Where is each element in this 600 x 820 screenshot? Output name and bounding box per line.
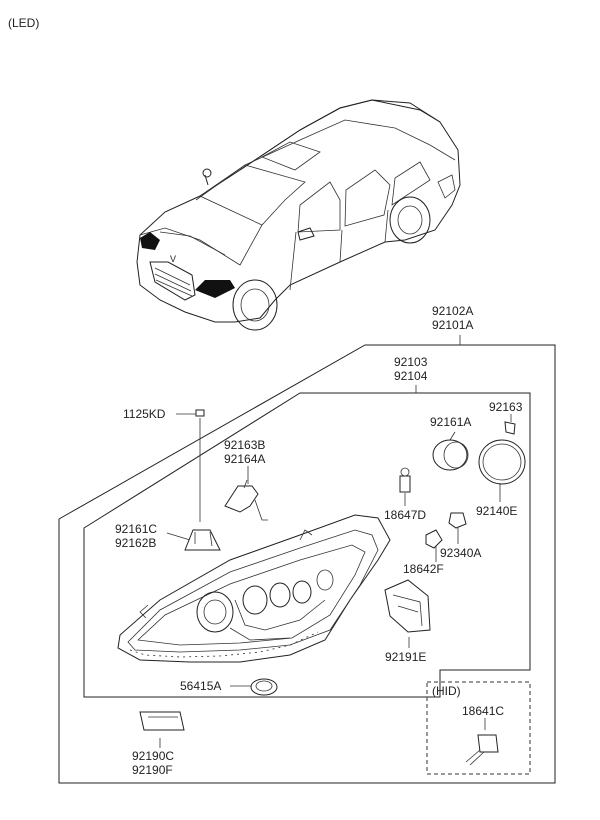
part-number-92101a[interactable]: 92101A <box>432 318 473 332</box>
hid-label: (HID) <box>432 684 461 698</box>
part-number-92190f[interactable]: 92190F <box>132 763 173 777</box>
variant-label: (LED) <box>8 16 39 30</box>
car-illustration: V <box>136 99 461 331</box>
cover-92161a <box>432 439 468 471</box>
part-number-92191e[interactable]: 92191E <box>385 650 426 664</box>
headlamp-housing <box>117 514 391 663</box>
part-number-92161a[interactable]: 92161A <box>430 415 471 429</box>
socket-92340a <box>448 512 467 529</box>
part-shapes <box>139 409 526 766</box>
part-number-92161c[interactable]: 92161C <box>115 522 157 536</box>
ring-92140e <box>478 439 526 485</box>
part-number-1125kd[interactable]: 1125KD <box>123 407 166 421</box>
assembly-outline <box>58 344 556 784</box>
part-number-18641c[interactable]: 18641C <box>462 704 504 718</box>
bulb-18641c <box>477 734 499 753</box>
subassembly-outline <box>83 392 531 698</box>
part-number-92103[interactable]: 92103 <box>394 355 428 369</box>
part-number-92102a[interactable]: 92102A <box>432 304 473 318</box>
part-number-92190c[interactable]: 92190C <box>132 749 174 763</box>
bolt-1125kd <box>195 409 205 417</box>
part-number-92163[interactable]: 92163 <box>489 400 523 414</box>
part-number-92340a[interactable]: 92340A <box>440 546 481 560</box>
clip-92163 <box>504 421 516 435</box>
bulb-18647d <box>399 475 411 493</box>
part-number-92140e[interactable]: 92140E <box>476 504 517 518</box>
labels: (LED) 92102A 92101A 92103 92104 1125KD 9… <box>8 16 523 777</box>
part-number-92162b[interactable]: 92162B <box>115 536 156 550</box>
svg-text:V: V <box>170 254 176 264</box>
ballast-92190c <box>139 711 185 731</box>
bracket-92163b <box>224 485 259 513</box>
part-number-92104[interactable]: 92104 <box>394 369 428 383</box>
housing-92191e <box>384 579 431 633</box>
cap-92161c <box>184 529 221 551</box>
part-number-18647d[interactable]: 18647D <box>384 508 426 522</box>
part-number-56415a[interactable]: 56415A <box>180 679 221 693</box>
part-number-92164a[interactable]: 92164A <box>224 452 265 466</box>
part-number-18642f[interactable]: 18642F <box>403 562 444 576</box>
hid-box <box>426 681 531 775</box>
bulb-18642f <box>425 529 443 549</box>
part-number-92163b[interactable]: 92163B <box>224 438 265 452</box>
leader-lines <box>159 335 512 748</box>
